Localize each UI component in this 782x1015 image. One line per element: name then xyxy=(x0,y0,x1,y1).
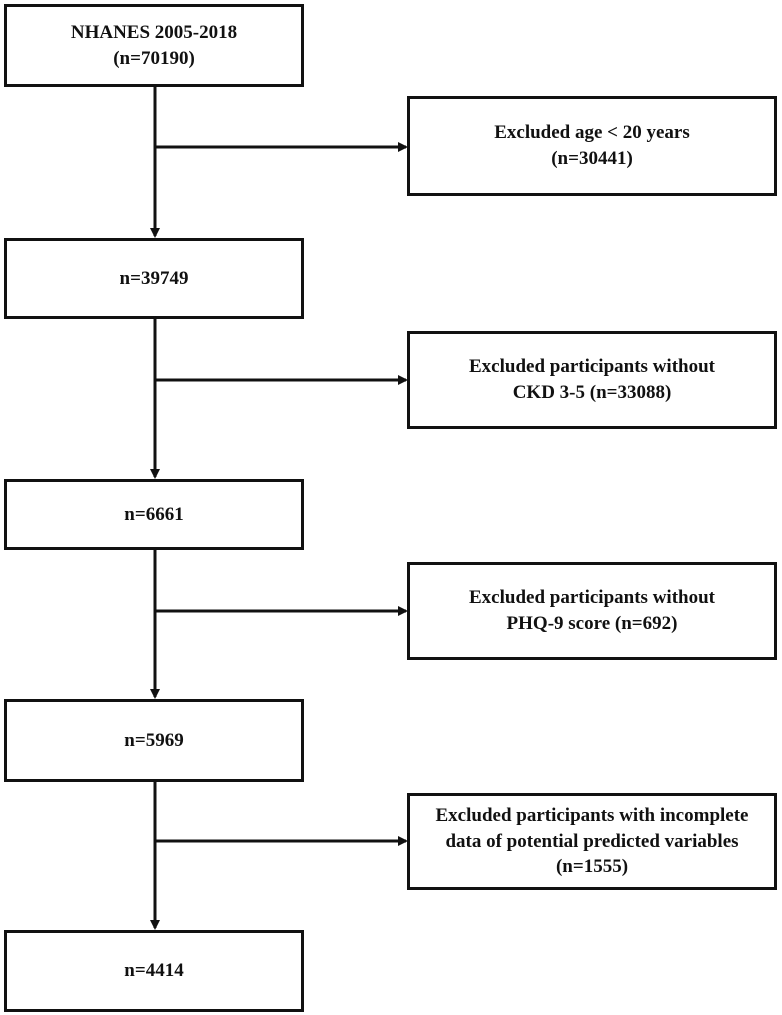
exclusion-box-1: Excluded age < 20 years (n=30441) xyxy=(407,96,777,196)
exclusion-box-4: Excluded participants with incomplete da… xyxy=(407,793,777,890)
exclusion-box-2-line-2: CKD 3-5 (n=33088) xyxy=(512,382,672,403)
exclusion-box-1-line-1: Excluded age < 20 years xyxy=(494,122,690,144)
exclusion-box-3-line-1: Excluded participants without xyxy=(469,587,715,609)
exclusion-box-2: Excluded participants without CKD 3-5 (n… xyxy=(407,331,777,429)
main-box-2-line-1: n=39749 xyxy=(119,267,189,289)
main-box-1-line-2: (n=70190) xyxy=(113,47,195,69)
main-box-4: n=5969 xyxy=(4,699,304,782)
exclusion-box-1-line-2: (n=30441) xyxy=(551,148,633,169)
main-box-1-line-1: NHANES 2005-2018 xyxy=(70,21,238,43)
exclusion-box-3: Excluded participants without PHQ-9 scor… xyxy=(407,562,777,660)
main-box-1: NHANES 2005-2018 (n=70190) xyxy=(4,4,304,87)
main-box-5: n=4414 xyxy=(4,930,304,1012)
main-box-4-line-1: n=5969 xyxy=(124,729,184,751)
main-box-5-line-1: n=4414 xyxy=(124,960,184,982)
main-box-3-line-1: n=6661 xyxy=(124,503,184,525)
main-box-3: n=6661 xyxy=(4,479,304,550)
exclusion-box-4-line-2: data of potential predicted variables xyxy=(445,830,739,852)
main-box-2: n=39749 xyxy=(4,238,304,319)
exclusion-box-3-line-2: PHQ-9 score (n=692) xyxy=(506,613,678,634)
exclusion-box-2-line-1: Excluded participants without xyxy=(469,356,715,378)
exclusion-box-4-line-1: Excluded participants with incomplete xyxy=(435,805,749,827)
exclusion-box-4-line-3: (n=1555) xyxy=(555,856,629,878)
